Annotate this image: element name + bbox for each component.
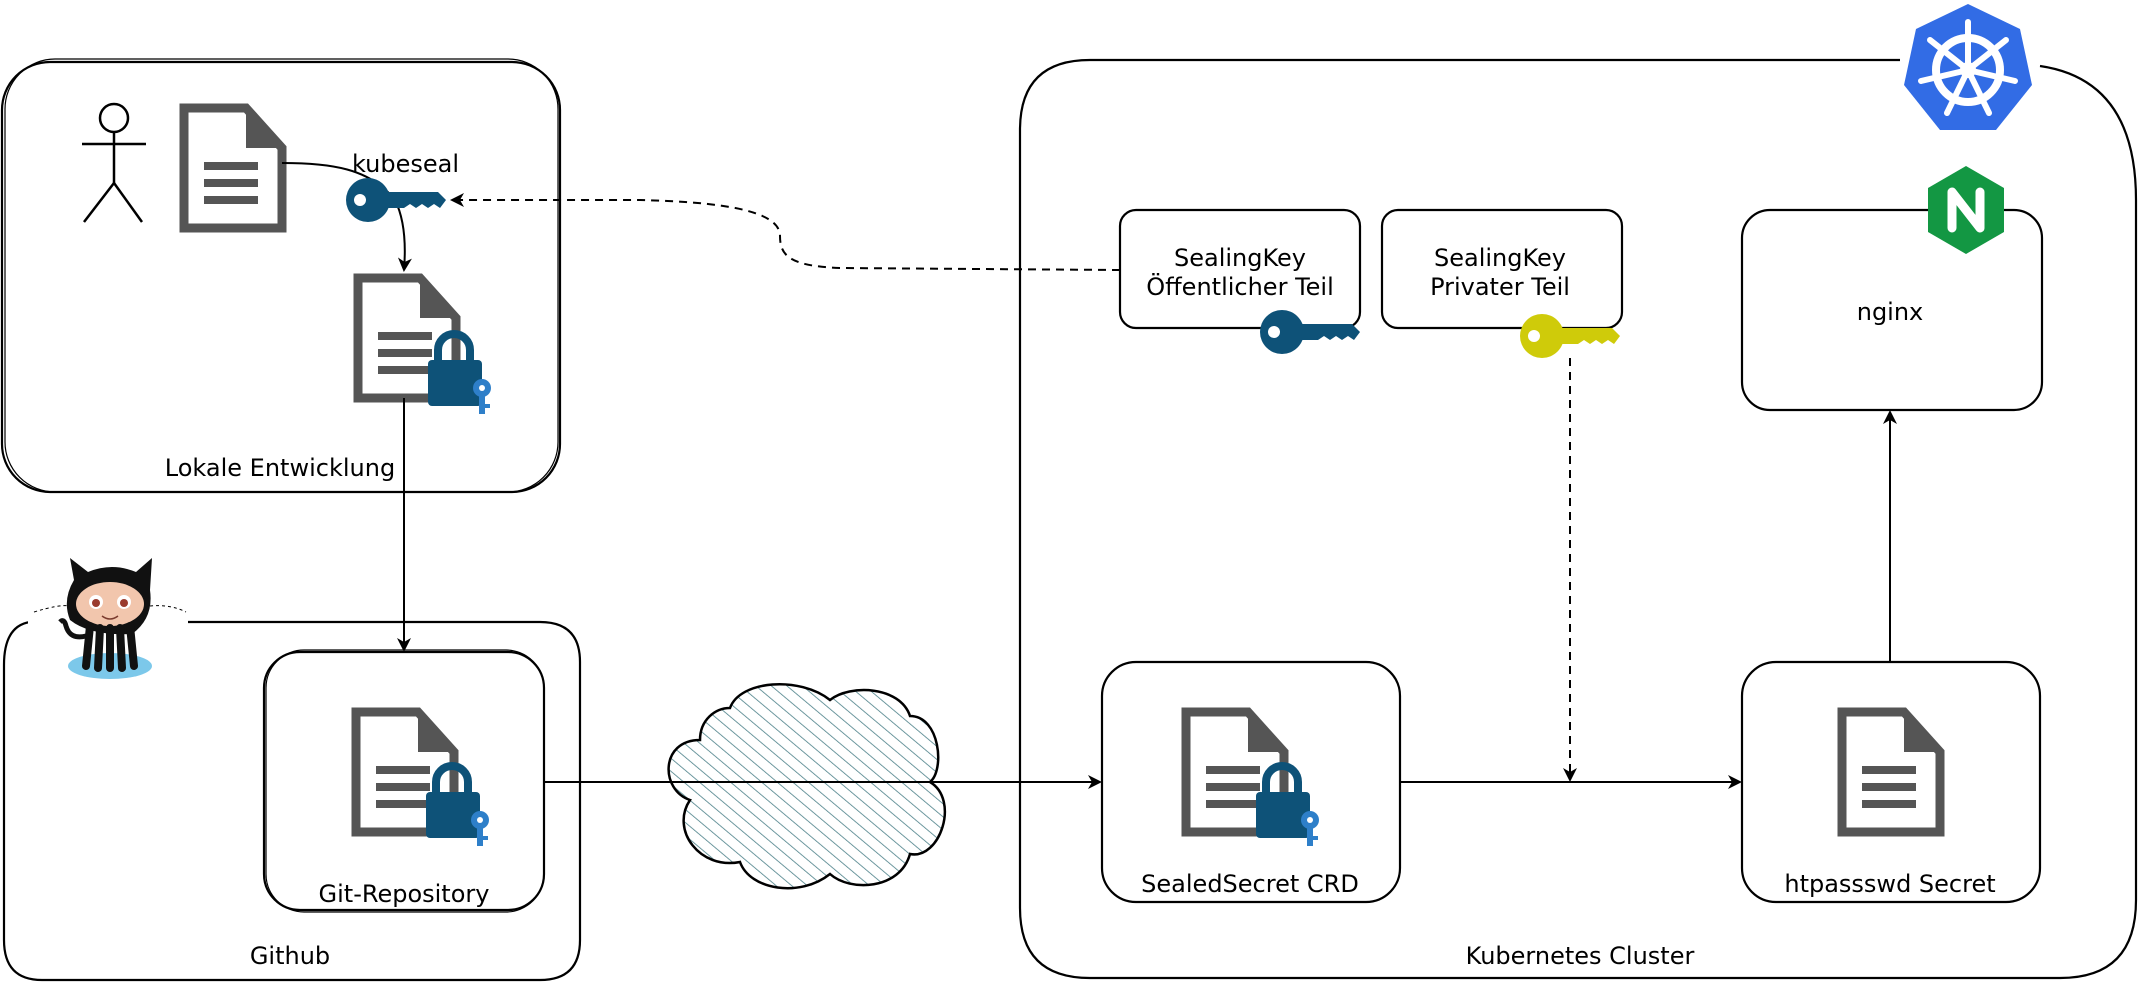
group-label-cluster: Kubernetes Cluster (1466, 942, 1695, 970)
node-sealedsecret-crd[interactable]: SealedSecret CRD (1100, 660, 1402, 904)
node-nginx[interactable]: nginx (1740, 166, 2044, 412)
private-key-icon (1520, 314, 1620, 358)
group-label-local: Lokale Entwicklung (165, 454, 395, 482)
nodes-sealingkey-public-line2: Öffentlicher Teil (1146, 272, 1334, 301)
htpasswd-label: htpassswd Secret (1784, 870, 1995, 898)
octocat-icon (28, 558, 188, 679)
stick-figure-icon (82, 102, 146, 223)
node-sealingkey-private[interactable]: SealingKey Privater Teil (1380, 208, 1624, 358)
kubeseal-key-icon (346, 178, 446, 222)
nginx-label: nginx (1857, 298, 1924, 326)
sealedsecret-label: SealedSecret CRD (1141, 870, 1359, 898)
nodes-sealingkey-public-line1: SealingKey (1174, 244, 1306, 272)
git-repository-label: Git-Repository (319, 880, 490, 908)
group-label-github: Github (250, 942, 330, 970)
nodes-sealingkey-private-line2: Privater Teil (1430, 273, 1570, 301)
nodes-sealingkey-private-line1: SealingKey (1434, 244, 1566, 272)
node-git-repository[interactable]: Git-Repository (262, 649, 546, 913)
edge-public-key-to-kubeseal (450, 193, 1121, 271)
kubeseal-label: kubeseal (352, 150, 459, 178)
group-local-development: Lokale Entwicklung (0, 58, 562, 494)
node-sealingkey-public[interactable]: SealingKey Öffentlicher Teil (1118, 208, 1362, 354)
node-htpasswd-secret[interactable]: htpassswd Secret (1740, 660, 2042, 904)
kubernetes-helm-icon (1904, 4, 2032, 130)
cloud-icon (667, 683, 947, 890)
public-key-icon (1260, 310, 1360, 354)
nginx-icon (1928, 166, 2004, 254)
